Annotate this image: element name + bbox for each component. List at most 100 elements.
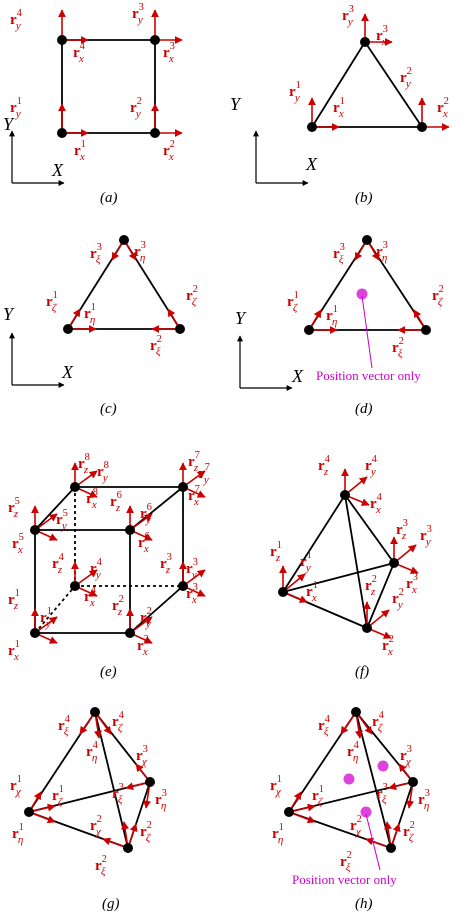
node-b-1 (360, 37, 370, 47)
node-g-2 (123, 843, 133, 853)
node-d-3 (421, 325, 431, 335)
node-e-8 (70, 482, 80, 492)
node-g-3 (145, 777, 155, 787)
axis-label-x-d: X (291, 366, 304, 386)
node-d-1 (362, 235, 372, 245)
vector-arrows (28, 9, 450, 849)
caption-b: (b) (355, 190, 373, 206)
position-point-h-3 (360, 806, 372, 818)
position-point-d (356, 288, 368, 300)
node-f-4 (340, 490, 350, 500)
node-h-2 (386, 843, 396, 853)
caption-g: (g) (102, 896, 120, 912)
node-c-1 (119, 235, 129, 245)
caption-d: (d) (355, 401, 373, 417)
node-e-7 (178, 482, 188, 492)
axis-label-x-a: X (51, 160, 64, 180)
node-e-1 (30, 628, 40, 638)
pointer-line-h (365, 813, 381, 871)
caption-e: (e) (100, 664, 117, 680)
node-g-4 (90, 707, 100, 717)
node-h-4 (351, 707, 361, 717)
axis-label-y-b: Y (230, 94, 242, 114)
node-c-3 (175, 324, 185, 334)
coordinate-axes (9, 130, 309, 391)
node-f-1 (278, 587, 288, 597)
node-a-2 (150, 35, 160, 45)
node-e-3 (178, 581, 188, 591)
position-point-h-1 (343, 773, 355, 785)
node-f-3 (389, 558, 399, 568)
caption-h: (h) (355, 896, 373, 912)
node-e-6 (125, 525, 135, 535)
caption-c: (c) (100, 401, 117, 417)
node-a-3 (150, 128, 160, 138)
caption-a: (a) (100, 190, 118, 206)
axis-label-x-b: X (305, 154, 318, 174)
node-b-2 (307, 122, 317, 132)
note-position-only-h: Position vector only (292, 872, 397, 887)
